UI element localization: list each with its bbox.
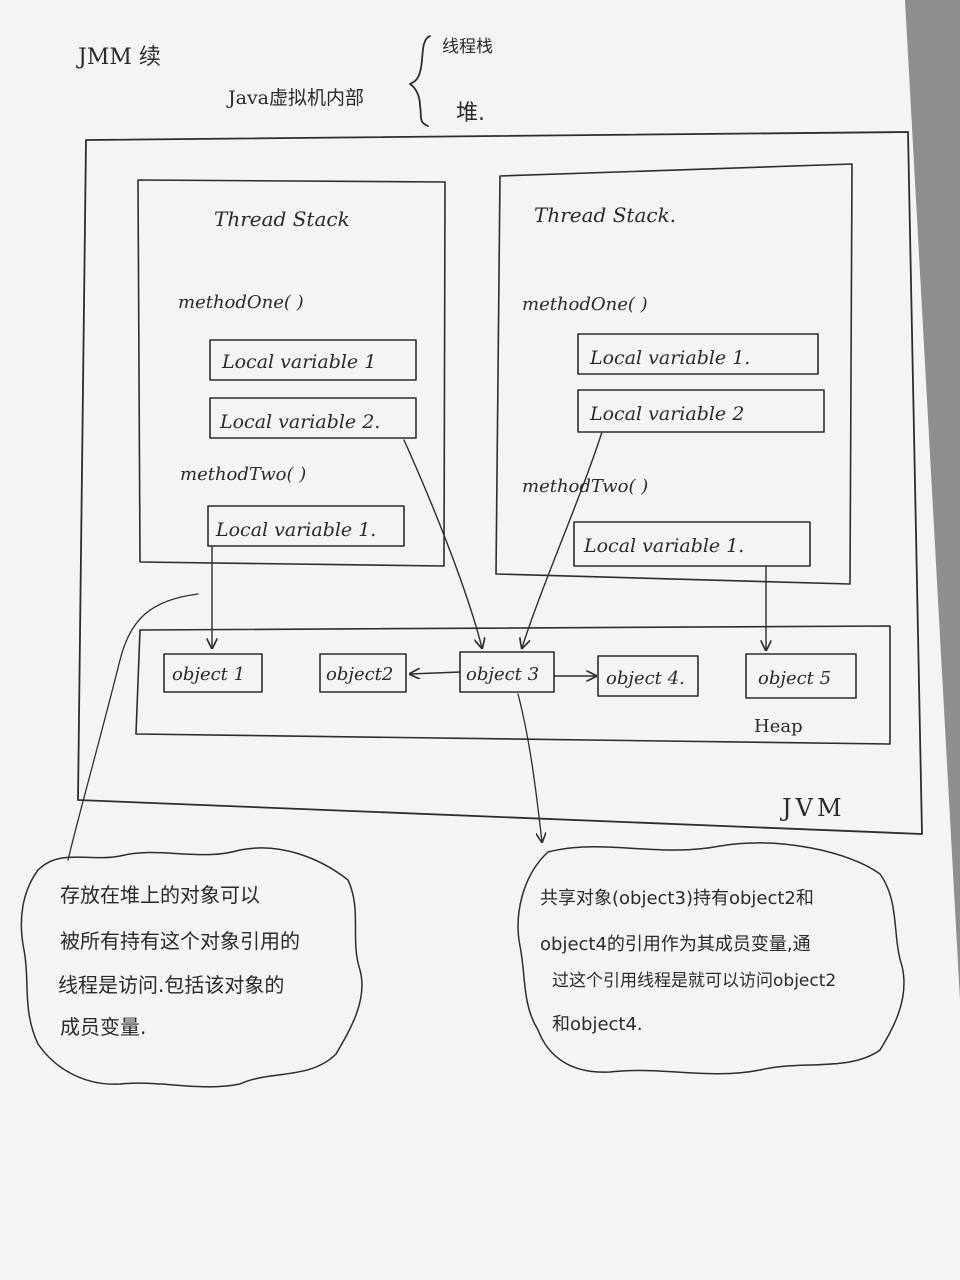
object-4-box — [597, 655, 699, 697]
thread-stack-2-title: Thread Stack. — [534, 203, 676, 227]
thread-1-method-one: methodOne( ) — [178, 292, 304, 313]
thread-2-m2-local-var-1: Local variable 1. — [583, 535, 744, 557]
jvm-label: JVM — [779, 794, 846, 822]
left-note-line-4: 成员变量. — [60, 1015, 146, 1039]
thread-1-method-two: methodTwo( ) — [180, 464, 306, 485]
header-title: JMM 续 — [76, 45, 161, 70]
thread-2-method-two: methodTwo( ) — [522, 476, 648, 497]
thread-stack-1-box — [137, 179, 446, 567]
left-note-pointer — [67, 593, 199, 861]
object-5-box — [745, 653, 857, 699]
thread-2-m1-local-var-1-box — [577, 333, 819, 375]
left-note-line-2: 被所有持有这个对象引用的 — [60, 929, 300, 953]
left-note-line-3: 线程是访问.包括该对象的 — [58, 973, 284, 997]
jvm-box — [77, 131, 923, 835]
thread-1-m1-local-var-1: Local variable 1 — [221, 351, 376, 373]
thread-2-method-one: methodOne( ) — [522, 294, 648, 315]
object-3-label: object 3 — [466, 664, 539, 685]
thread-1-m2-local-var-1-box — [207, 505, 405, 547]
object-1-label: object 1 — [172, 664, 245, 685]
object-4-label: object 4. — [606, 668, 685, 689]
heap-cn-label: 堆. — [456, 101, 485, 126]
right-note-line-3: 过这个引用线程是就可以访问object2 — [552, 971, 836, 991]
thread-2-m2-local-var-1-box — [573, 521, 811, 567]
right-note-line-1: 共享对象(object3)持有object2和 — [540, 888, 814, 909]
thread-1-m1-local-var-1-box — [209, 339, 417, 381]
right-note-cloud — [517, 842, 905, 1075]
java-internal-label: Java虚拟机内部 — [226, 87, 364, 109]
thread-1-m1-local-var-2: Local variable 2. — [219, 411, 380, 433]
thread-2-m1-local-var-1: Local variable 1. — [589, 347, 750, 369]
thread-2-m1-local-var-2-box — [577, 389, 825, 433]
arrow-object3-to-object2 — [410, 672, 461, 674]
object-2-box — [319, 653, 407, 693]
thread-stack-2-box — [495, 163, 853, 585]
arrow-t2-var2-to-object3 — [522, 431, 603, 648]
right-note-pointer — [517, 693, 542, 842]
heap-label: Heap — [754, 716, 803, 737]
object-2-label: object2 — [326, 664, 393, 685]
thread-2-m1-local-var-2: Local variable 2 — [589, 403, 744, 425]
object-5-label: object 5 — [758, 668, 831, 689]
thread-stack-1-title: Thread Stack — [214, 207, 350, 231]
right-note-line-2: object4的引用作为其成员变量,通 — [540, 934, 811, 955]
thread-1-m1-local-var-2-box — [209, 397, 417, 439]
thread-stack-cn-label: 线程栈 — [442, 37, 493, 57]
object-1-box — [163, 653, 263, 693]
left-note-line-1: 存放在堆上的对象可以 — [60, 883, 260, 907]
arrow-t1-var2-to-object3 — [403, 439, 482, 648]
brace-icon — [409, 35, 431, 127]
heap-box — [135, 625, 891, 745]
right-note-line-4: 和object4. — [552, 1014, 643, 1035]
left-note-cloud — [20, 847, 363, 1088]
thread-1-m2-local-var-1: Local variable 1. — [215, 519, 376, 541]
